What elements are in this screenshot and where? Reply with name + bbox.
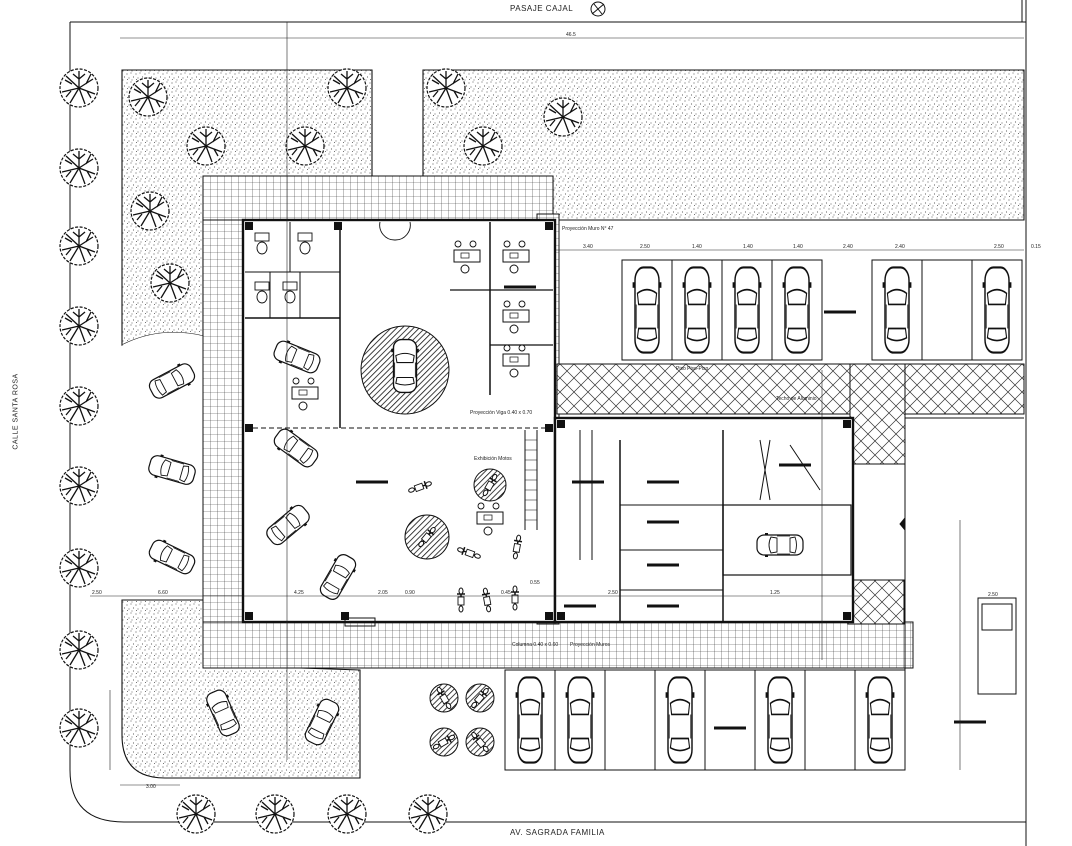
dim-corner-radius: 3.00 [146,784,156,790]
parking-top [621,259,1023,361]
note-wall: Proyección Muro N° 47 [562,226,614,232]
svg-text:1.40: 1.40 [692,244,702,250]
street-west: CALLE SANTA ROSA [12,373,20,450]
svg-text:2.50: 2.50 [608,590,618,596]
svg-text:2.05: 2.05 [378,590,388,596]
street-north: PASAJE CAJAL [510,4,574,13]
note-motos: Exhibición Motos [474,456,512,462]
street-south: AV. SAGRADA FAMILIA [510,828,605,837]
svg-text:1.25: 1.25 [770,590,780,596]
workshop-building [553,416,855,624]
note-beam: Proyección Viga 0.40 x 0.70 [470,410,532,416]
svg-text:2.50: 2.50 [92,590,102,596]
north-arrow-icon [590,1,606,17]
restroom-fixtures [254,232,313,304]
note-floor: Piso Piso-Piso [676,366,708,372]
svg-text:1.40: 1.40 [743,244,753,250]
showroom-building [241,218,557,627]
dim-overall: 46.5 [566,32,576,38]
svg-text:0.45: 0.45 [501,590,511,596]
svg-text:2.50: 2.50 [640,244,650,250]
dim-west-setback: 2.50 [988,592,998,598]
svg-text:0.90: 0.90 [405,590,415,596]
walkway [371,70,424,176]
driveway [899,417,1024,770]
note-canopy: Proyección Muros [570,642,611,648]
workshop-car [756,532,804,558]
dimension-lines [90,22,1024,786]
svg-text:0.15: 0.15 [1031,244,1041,250]
dim-bottom-chain: 2.50 6.60 4.25 2.05 0.90 0.45 0.55 2.50 … [92,580,780,596]
svg-text:2.50: 2.50 [994,244,1004,250]
svg-text:2.40: 2.40 [843,244,853,250]
svg-text:0.55: 0.55 [530,580,540,586]
note-roof: Techo de Aluminio [776,396,817,402]
svg-text:2.40: 2.40 [895,244,905,250]
svg-text:3.40: 3.40 [583,244,593,250]
note-column: Columna 0.40 x 0.60 [512,642,558,648]
svg-text:1.40: 1.40 [793,244,803,250]
svg-text:6.60: 6.60 [158,590,168,596]
dim-parking-chain: 3.40 2.50 1.40 1.40 1.40 2.40 2.40 2.50 … [583,244,1041,250]
svg-text:4.25: 4.25 [294,590,304,596]
service-yard [556,363,1025,625]
parking-bottom [504,669,906,771]
